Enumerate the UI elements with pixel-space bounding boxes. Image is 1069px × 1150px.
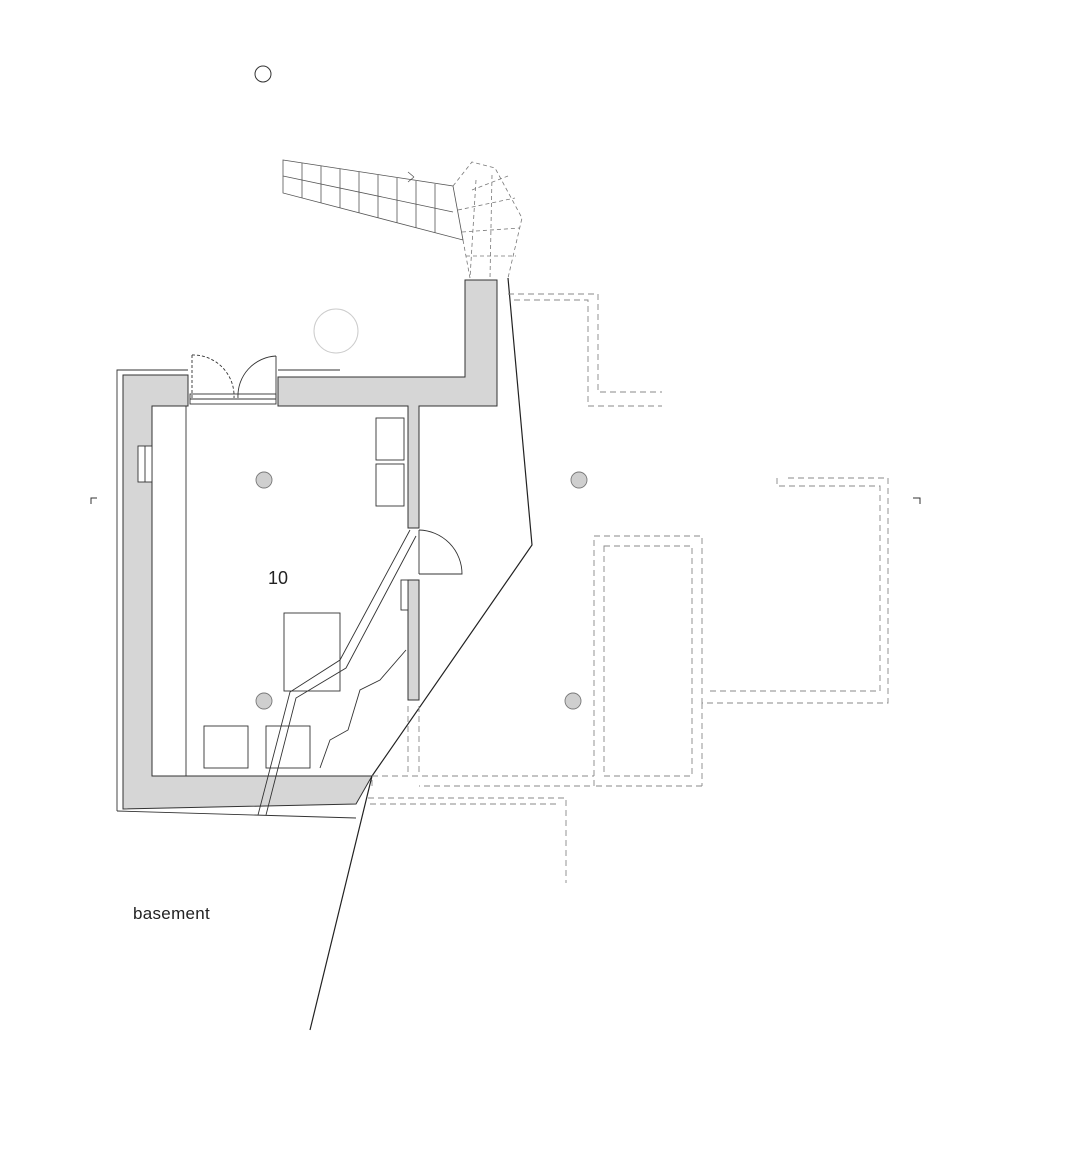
dashed-outlines xyxy=(368,293,889,883)
room-number-label: 10 xyxy=(268,568,289,588)
external-stair xyxy=(282,159,464,241)
walls xyxy=(122,279,498,810)
terrain-line xyxy=(309,277,533,1031)
skylight-circle xyxy=(313,308,359,354)
section-marks xyxy=(90,497,921,504)
columns xyxy=(255,471,588,710)
column xyxy=(255,692,273,710)
entrance-doors xyxy=(189,354,277,405)
column xyxy=(570,471,588,489)
column xyxy=(255,471,273,489)
interior-door xyxy=(400,529,463,611)
interior-stair xyxy=(257,529,417,816)
outer-lines xyxy=(116,369,357,819)
side-window xyxy=(137,445,153,483)
stair-landing-dashed xyxy=(452,161,523,279)
north-marker xyxy=(254,65,272,83)
furniture xyxy=(203,417,405,769)
floor-name-label: basement xyxy=(133,904,211,923)
column xyxy=(564,692,582,710)
